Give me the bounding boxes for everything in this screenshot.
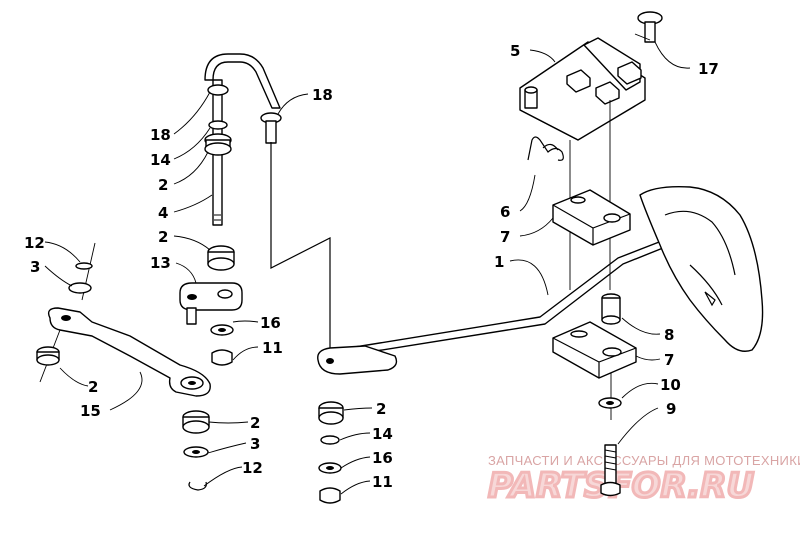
- link-rod: [270, 142, 331, 355]
- lever-15-assembly: [36, 242, 211, 491]
- callout-6: 6: [500, 203, 510, 221]
- clip-12-top: [75, 262, 93, 270]
- callout-1: 1: [494, 253, 504, 271]
- callout-5: 5: [510, 42, 520, 60]
- watermark-tagline: ЗАПЧАСТИ И АКСЕССУАРЫ ДЛЯ МОТОТЕХНИКИ: [488, 453, 800, 468]
- callout-15: 15: [80, 402, 101, 420]
- callout-10: 10: [660, 376, 681, 394]
- callout-3-low: 3: [250, 435, 260, 453]
- callout-13: 13: [150, 254, 171, 272]
- callout-2-low: 2: [250, 414, 260, 432]
- watermark-logo-fill: PARTSFOR.RU: [488, 466, 754, 506]
- callout-11-left: 11: [262, 339, 283, 357]
- shaft-thread: [214, 214, 221, 221]
- callout-2-left: 2: [88, 378, 98, 396]
- nut-11-right: [319, 487, 341, 504]
- callout-17: 17: [698, 60, 719, 78]
- bushing-2-top-bottom: [204, 142, 232, 156]
- callout-9: 9: [666, 400, 676, 418]
- callout-18-right: 18: [312, 86, 333, 104]
- watermark-logo: PARTSFOR.RU: [488, 466, 754, 506]
- callout-labels: 18 14 2 4 2 13 18 16 11 12 3 2 15 2 3 12…: [24, 42, 719, 491]
- ring-14-right: [320, 435, 340, 445]
- block-7-lower: [552, 321, 637, 379]
- callout-3-top: 3: [30, 258, 40, 276]
- spring-6: [527, 136, 564, 161]
- clip-12-low: [188, 481, 207, 491]
- washer-3-top: [68, 282, 92, 294]
- callout-18-left: 18: [150, 126, 171, 144]
- watermark: ЗАПЧАСТИ И АКСЕССУАРЫ ДЛЯ МОТОТЕХНИКИ PA…: [487, 453, 800, 508]
- lever-13-pin: [186, 307, 197, 325]
- callout-14-right: 14: [372, 425, 393, 443]
- leader-lines: [44, 41, 691, 495]
- callout-2-a: 2: [158, 176, 168, 194]
- nut-b: [617, 61, 642, 85]
- lever-13-boss: [217, 289, 233, 299]
- nut-a: [566, 69, 591, 93]
- lever-13-hole: [187, 294, 197, 300]
- washer-18-top: [207, 84, 229, 96]
- block-7-upper: [552, 189, 631, 246]
- callout-11-right: 11: [372, 473, 393, 491]
- nut-c: [595, 81, 620, 105]
- callout-16-left: 16: [260, 314, 281, 332]
- callout-7-upper: 7: [500, 228, 510, 246]
- callout-4: 4: [158, 204, 168, 222]
- rod-1-clevis: [317, 345, 398, 375]
- pedal-pad: [639, 185, 764, 352]
- shaft-bend: [204, 53, 281, 109]
- callout-16-right: 16: [372, 449, 393, 467]
- callout-12-low: 12: [242, 459, 263, 477]
- bolt-shank-18: [265, 120, 277, 144]
- callout-14-left: 14: [150, 151, 171, 169]
- callout-2-b: 2: [158, 228, 168, 246]
- callout-2-right: 2: [376, 400, 386, 418]
- callout-8: 8: [664, 326, 674, 344]
- bushing-2-mid-bottom: [207, 257, 235, 271]
- ring-14-top: [208, 120, 228, 130]
- rod-1: [354, 229, 694, 355]
- pedal: [639, 185, 764, 352]
- callout-7-lower: 7: [664, 351, 674, 369]
- callout-12-top: 12: [24, 234, 45, 252]
- nut-11-left: [211, 349, 233, 366]
- pushrod-assembly: [179, 53, 282, 366]
